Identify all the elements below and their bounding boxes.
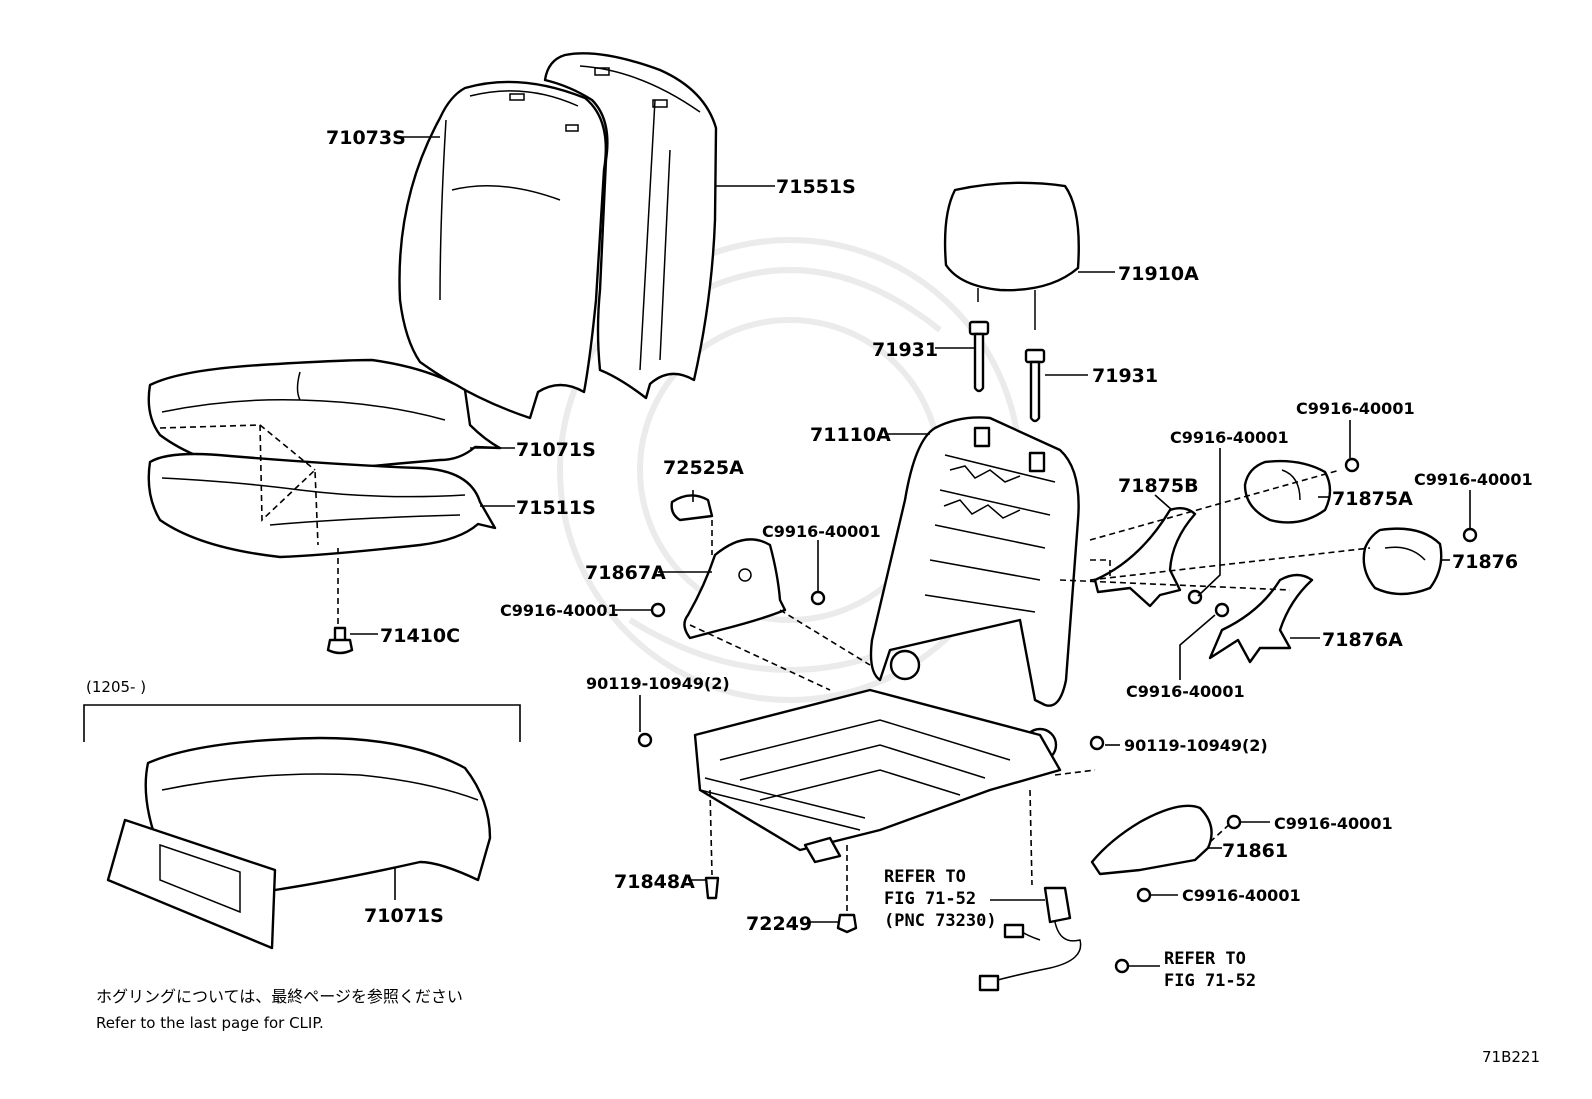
screw-icon: [1462, 527, 1478, 543]
note-japanese: ホグリングについては、最終ページを参照ください: [96, 987, 463, 1006]
label-recliner-cover-a[interactable]: 71875A: [1332, 488, 1413, 510]
label-clip[interactable]: 72249: [746, 913, 812, 935]
label-screw-7[interactable]: C9916-40001: [1274, 814, 1393, 833]
label-screw-6[interactable]: C9916-40001: [1126, 682, 1245, 701]
alt-cushion-cover-part[interactable]: [106, 736, 492, 950]
label-screw-5[interactable]: C9916-40001: [1414, 470, 1533, 489]
label-adjuster-cover[interactable]: 71861: [1222, 840, 1288, 862]
label-screw-2[interactable]: C9916-40001: [762, 522, 881, 541]
label-cushion-frame-cover[interactable]: 71848A: [614, 871, 695, 893]
reference-note-bolt: REFER TO FIG 71-52: [1164, 949, 1256, 991]
bolt-icon: [637, 732, 653, 748]
label-headrest-support-left[interactable]: 71931: [872, 339, 938, 361]
cushion-assembly-lines: [159, 424, 339, 625]
label-hog-ring[interactable]: 71410C: [380, 625, 460, 647]
label-headrest-support-right[interactable]: 71931: [1092, 365, 1158, 387]
part-labels: 71073S 71551S 71071S 71511S 71410C 71910…: [326, 127, 1518, 935]
ref1-line2[interactable]: FIG 71-52: [884, 889, 976, 909]
bolt-icon: [1089, 735, 1105, 751]
recliner-cover-inner-part[interactable]: [683, 538, 787, 640]
screw-icon: [1214, 602, 1230, 618]
reference-note-buckle: REFER TO FIG 71-52 (PNC 73230): [884, 867, 997, 931]
label-screw-8[interactable]: C9916-40001: [1182, 886, 1301, 905]
bolt-icon: [1114, 958, 1130, 974]
label-alt-cushion-cover[interactable]: 71071S: [364, 905, 444, 927]
label-screw-3[interactable]: C9916-40001: [1170, 428, 1289, 447]
label-side-shield-b[interactable]: 71875B: [1118, 475, 1199, 497]
screw-icon: [810, 590, 826, 606]
label-screw-1[interactable]: C9916-40001: [500, 601, 619, 620]
screw-icon: [1226, 814, 1242, 830]
assembly-dash-lines: [689, 469, 1371, 912]
label-recliner-cover-inner[interactable]: 71867A: [585, 562, 666, 584]
side-shield-b-part[interactable]: [1093, 507, 1197, 608]
ref2-line2[interactable]: FIG 71-52: [1164, 971, 1256, 991]
screw-icon: [1187, 589, 1203, 605]
backrest-pad-part[interactable]: [543, 52, 718, 400]
ref1-line3[interactable]: (PNC 73230): [884, 911, 997, 931]
recliner-cover-a-part[interactable]: [1243, 459, 1332, 524]
ref1-line1[interactable]: REFER TO: [884, 867, 966, 887]
label-cushion-pad[interactable]: 71511S: [516, 497, 596, 519]
headrest-support-right-part[interactable]: [1024, 348, 1046, 423]
cushion-pad-part[interactable]: [147, 452, 497, 559]
backrest-cover-part[interactable]: [398, 80, 607, 420]
seat-cushion-frame-part[interactable]: [693, 688, 1062, 864]
label-hinge-cover-bracket[interactable]: 72525A: [663, 457, 744, 479]
label-recliner-cover[interactable]: 71876: [1452, 551, 1518, 573]
label-headrest[interactable]: 71910A: [1118, 263, 1199, 285]
ref2-line1[interactable]: REFER TO: [1164, 949, 1246, 969]
label-bolt-left[interactable]: 90119-10949(2): [586, 674, 730, 693]
label-backrest-cover[interactable]: 71073S: [326, 127, 406, 149]
hog-ring-part[interactable]: [326, 626, 354, 655]
label-bolt-right[interactable]: 90119-10949(2): [1124, 736, 1268, 755]
fastener-labels: C9916-40001 C9916-40001 C9916-40001 C991…: [500, 399, 1533, 905]
headrest-support-left-part[interactable]: [968, 320, 990, 393]
leader-lines: [350, 136, 1471, 967]
fastener-icons: [637, 457, 1478, 974]
hinge-cover-bracket-part[interactable]: [670, 494, 714, 522]
side-shield-a-part[interactable]: [1208, 573, 1314, 664]
label-screw-4[interactable]: C9916-40001: [1296, 399, 1415, 418]
inset-variant-frame: [83, 704, 521, 742]
headrest-part[interactable]: [943, 181, 1080, 330]
cover-clip-icon: [704, 876, 720, 900]
label-backrest-pad[interactable]: 71551S: [776, 176, 856, 198]
screw-icon: [1344, 457, 1360, 473]
seat-belt-buckle-part[interactable]: [978, 886, 1082, 992]
label-seatback-frame[interactable]: 71110A: [810, 424, 891, 446]
label-side-shield-a[interactable]: 71876A: [1322, 629, 1403, 651]
note-english: Refer to the last page for CLIP.: [96, 1014, 324, 1032]
clip-icon: [836, 913, 858, 934]
screw-icon: [650, 602, 666, 618]
adjuster-cover-part[interactable]: [1090, 804, 1213, 876]
screw-icon: [1136, 887, 1152, 903]
recliner-cover-part[interactable]: [1362, 527, 1443, 596]
label-cushion-cover[interactable]: 71071S: [516, 439, 596, 461]
diagram-id: 71B221: [1482, 1048, 1540, 1066]
inset-date-range: (1205- ): [86, 678, 146, 696]
